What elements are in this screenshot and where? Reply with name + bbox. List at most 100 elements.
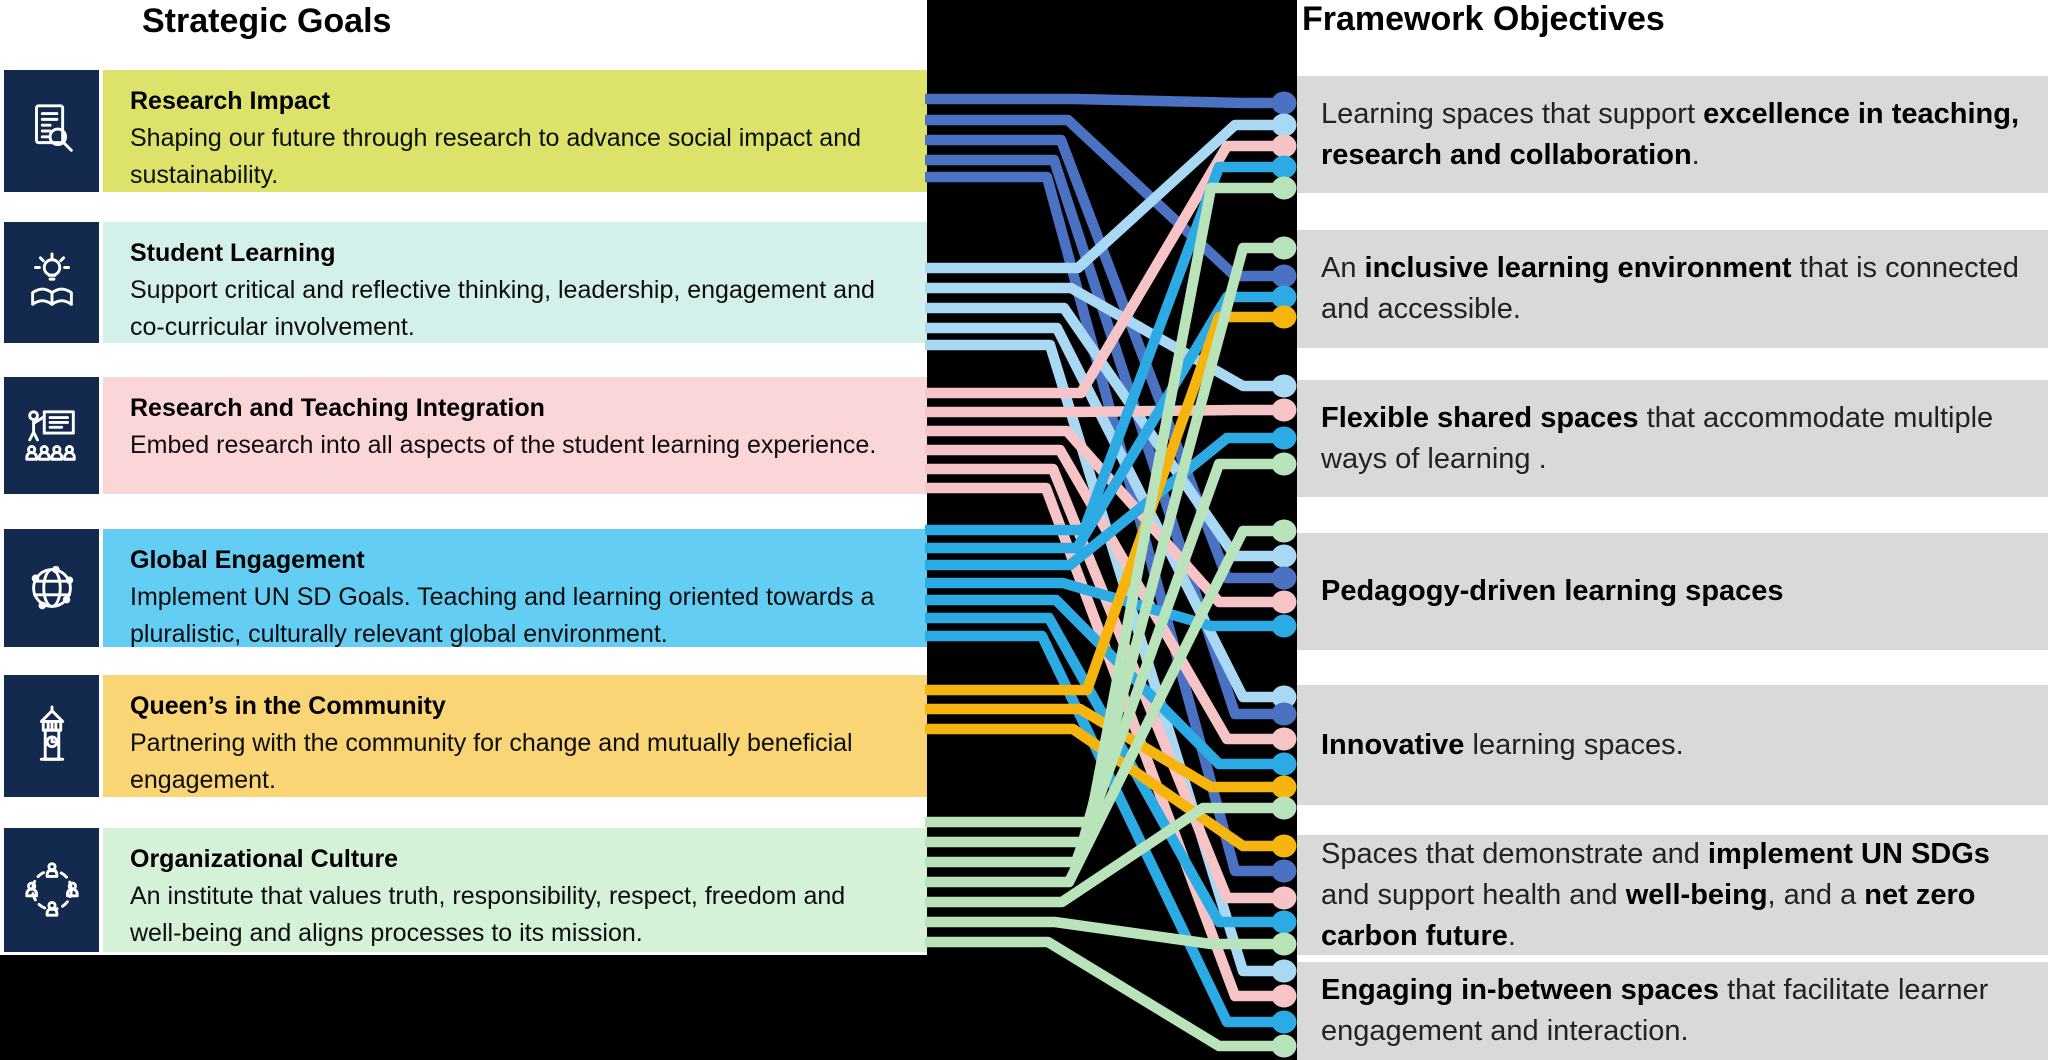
goal-icon-box — [4, 222, 99, 343]
objective-dot-student-learning — [1271, 544, 1297, 568]
objective-text-plain: Spaces that demonstrate and — [1321, 837, 1708, 870]
connection-line-student-learning-to-objective-3 — [925, 282, 1278, 392]
connection-line-student-learning-to-objective-5 — [925, 322, 1278, 703]
objective-text: Flexible shared spaces that accommodate … — [1321, 398, 2033, 480]
objective-text-plain: , and a — [1767, 878, 1865, 911]
goal-icon-box — [4, 70, 99, 192]
objective-dot-research-teaching-integration — [1271, 590, 1297, 614]
objective-dot-student-learning — [1271, 374, 1297, 398]
objective-text-bold: Flexible shared spaces — [1321, 401, 1639, 434]
goal-description: Shaping our future through research to a… — [130, 124, 862, 189]
objective-dot-research-impact — [1271, 566, 1297, 590]
connection-line-research-teaching-integration-to-objective-7 — [925, 482, 1278, 1002]
clock-tower-icon — [21, 705, 83, 767]
objective-dot-research-impact — [1271, 264, 1297, 288]
objective-text-bold: inclusive learning environment — [1364, 252, 1792, 284]
community-circle-icon — [21, 859, 83, 921]
objective-text: Spaces that demonstrate and implement UN… — [1321, 834, 2033, 957]
objective-text-plain: that facilitate learner engagement and i… — [1321, 974, 1989, 1047]
globe-network-icon — [21, 557, 83, 619]
framework-objectives-title: Framework Objectives — [1302, 0, 1665, 38]
goal-title: Research Impact — [130, 87, 331, 115]
objective-dot-research-impact — [1271, 702, 1297, 726]
connection-line-research-teaching-integration-to-objective-1 — [925, 140, 1278, 399]
objective-dot-student-learning — [1271, 113, 1297, 137]
objective-dot-organizational-culture — [1271, 452, 1297, 476]
objective-text: Pedagogy-driven learning spaces — [1321, 571, 1784, 612]
objective-dot-organizational-culture — [1271, 1034, 1297, 1058]
connection-line-research-teaching-integration-to-objective-5 — [925, 444, 1278, 745]
goal-title: Global Engagement — [130, 546, 365, 574]
objective-text: An inclusive learning environment that i… — [1321, 248, 2033, 330]
goal-title: Queen’s in the Community — [130, 692, 446, 720]
goal-icon-box — [4, 377, 99, 494]
connection-line-organizational-culture-to-objective-2 — [925, 242, 1278, 848]
objective-dot-research-impact — [1271, 859, 1297, 883]
objective-text-plain: Learning spaces that support — [1321, 97, 1704, 130]
connection-line-global-engagement-to-objective-1 — [925, 161, 1278, 536]
goal-title: Organizational Culture — [130, 845, 399, 873]
objective-dot-organizational-culture — [1271, 176, 1297, 200]
objective-text-plain: learning spaces. — [1464, 728, 1684, 761]
objective-dot-queens-community — [1271, 775, 1297, 799]
objective-text-plain: and support health and — [1321, 878, 1626, 911]
connection-line-research-impact-to-objective-2 — [925, 114, 1278, 282]
lightbulb-book-icon — [21, 251, 83, 314]
objective-dot-research-teaching-integration — [1271, 134, 1297, 158]
objective-text-bold: excellence in teaching, research and col… — [1321, 97, 2020, 171]
objective-dot-student-learning — [1271, 685, 1297, 709]
objective-dot-queens-community — [1271, 834, 1297, 858]
objective-text-bold: Pedagogy-driven learning spaces — [1321, 575, 1784, 607]
objective-dot-research-teaching-integration — [1271, 886, 1297, 910]
objective-dot-global-engagement — [1271, 1010, 1297, 1034]
connection-line-student-learning-to-objective-4 — [925, 302, 1278, 562]
objective-text-bold: Engaging in-between spaces — [1321, 974, 1720, 1006]
connection-line-global-engagement-to-objective-2 — [925, 291, 1278, 554]
objective-dot-research-teaching-integration — [1271, 984, 1297, 1008]
goal-description: Support critical and reflective thinking… — [130, 276, 875, 341]
connection-line-queens-community-to-objective-2 — [925, 311, 1278, 696]
connection-line-global-engagement-to-objective-5 — [925, 594, 1278, 770]
objective-text-plain: An — [1321, 252, 1365, 284]
objective-text: Engaging in-between spaces that facilita… — [1321, 970, 2033, 1052]
connection-line-research-impact-to-objective-1 — [925, 93, 1278, 109]
objective-text-bold: Innovative — [1321, 728, 1465, 761]
objective-dot-organizational-culture — [1271, 519, 1297, 543]
objective-dot-organizational-culture — [1271, 236, 1297, 260]
connection-line-organizational-culture-to-objective-7 — [925, 936, 1278, 1052]
objective-dot-research-impact — [1271, 91, 1297, 115]
connection-line-student-learning-to-objective-7 — [925, 339, 1278, 977]
connection-line-research-teaching-integration-to-objective-3 — [925, 404, 1278, 418]
connection-line-queens-community-to-objective-6 — [925, 723, 1278, 852]
connection-line-research-teaching-integration-to-objective-4 — [925, 425, 1278, 608]
objective-row-4: Pedagogy-driven learning spaces — [1297, 533, 2048, 650]
goal-row-organizational-culture: Organizational Culture An institute that … — [0, 828, 927, 952]
objective-text-bold: net zero carbon future — [1321, 878, 1976, 952]
connection-line-organizational-culture-to-objective-3 — [925, 458, 1278, 868]
objective-text-plain: . — [1691, 138, 1700, 171]
goal-icon-box — [4, 675, 99, 797]
objective-row-2: An inclusive learning environment that i… — [1297, 230, 2048, 348]
objective-dot-research-teaching-integration — [1271, 727, 1297, 751]
strategic-goals-title: Strategic Goals — [142, 2, 392, 40]
objective-dot-research-teaching-integration — [1271, 398, 1297, 422]
goal-description: Implement UN SD Goals. Teaching and lear… — [130, 583, 875, 648]
connection-line-global-engagement-to-objective-7 — [925, 630, 1278, 1028]
document-search-icon — [21, 100, 83, 162]
connection-line-organizational-culture-to-objective-4 — [925, 525, 1278, 888]
goal-title: Student Learning — [130, 239, 336, 267]
connection-line-organizational-culture-to-objective-5 — [925, 802, 1278, 908]
objective-dot-global-engagement — [1271, 155, 1297, 179]
objective-text-plain: that is connected and accessible. — [1321, 252, 2019, 325]
objective-text: Innovative learning spaces. — [1321, 725, 1684, 766]
connection-line-queens-community-to-objective-5 — [925, 703, 1278, 793]
connection-line-research-impact-to-objective-6 — [925, 171, 1278, 877]
goal-description: An institute that values truth, responsi… — [130, 882, 846, 947]
connection-line-global-engagement-to-objective-3 — [925, 432, 1278, 571]
